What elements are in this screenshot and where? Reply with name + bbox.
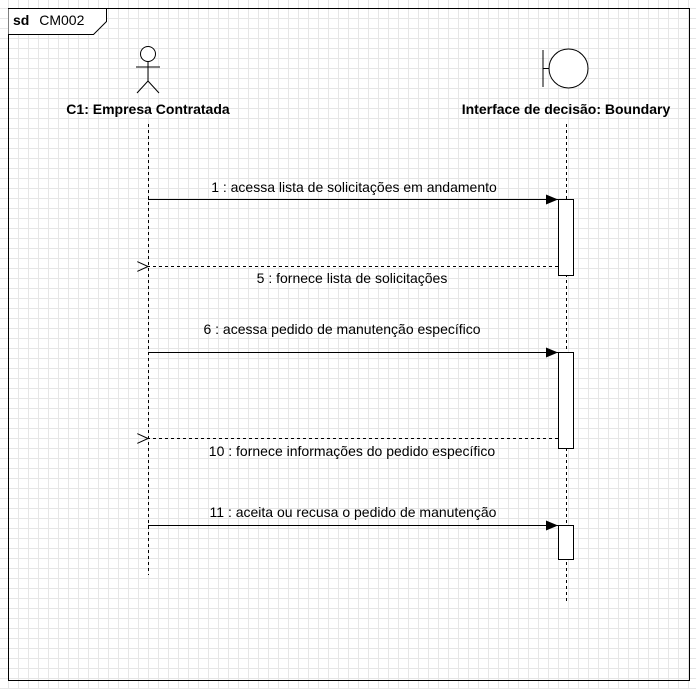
actor-icon <box>136 46 160 94</box>
lifeline-empresa-contratada[interactable]: C1: Empresa Contratada <box>66 46 230 576</box>
activation-bars <box>558 199 574 560</box>
message-label: 10 : fornece informações do pedido espec… <box>209 443 496 459</box>
sd-frame: sd CM002 <box>8 8 690 681</box>
lifeline-label-boundary: Interface de decisão: Boundary <box>462 101 671 117</box>
message-label: 1 : acessa lista de solicitações em anda… <box>211 179 497 195</box>
message-11[interactable]: 11 : aceita ou recusa o pedido de manute… <box>148 504 558 531</box>
message-label: 11 : aceita ou recusa o pedido de manute… <box>210 504 497 520</box>
message-1[interactable]: 1 : acessa lista de solicitações em anda… <box>148 179 558 205</box>
message-label: 5 : fornece lista de solicitações <box>257 270 448 286</box>
frame-title-pentagon <box>8 8 107 35</box>
activation-bar <box>558 199 574 276</box>
frame-border <box>8 8 690 681</box>
lifeline-label-actor: C1: Empresa Contratada <box>66 101 230 117</box>
message-label: 6 : acessa pedido de manutenção específi… <box>203 321 480 337</box>
message-10[interactable]: 10 : fornece informações do pedido espec… <box>148 439 558 460</box>
boundary-icon <box>542 48 589 89</box>
activation-bar <box>558 525 574 560</box>
message-5[interactable]: 5 : fornece lista de solicitações <box>148 267 558 287</box>
frame-name: CM002 <box>39 12 84 28</box>
frame-keyword: sd <box>13 12 29 28</box>
activation-bar <box>558 352 574 449</box>
frame-title: sd CM002 <box>13 12 85 28</box>
message-6[interactable]: 6 : acessa pedido de manutenção específi… <box>148 321 558 358</box>
